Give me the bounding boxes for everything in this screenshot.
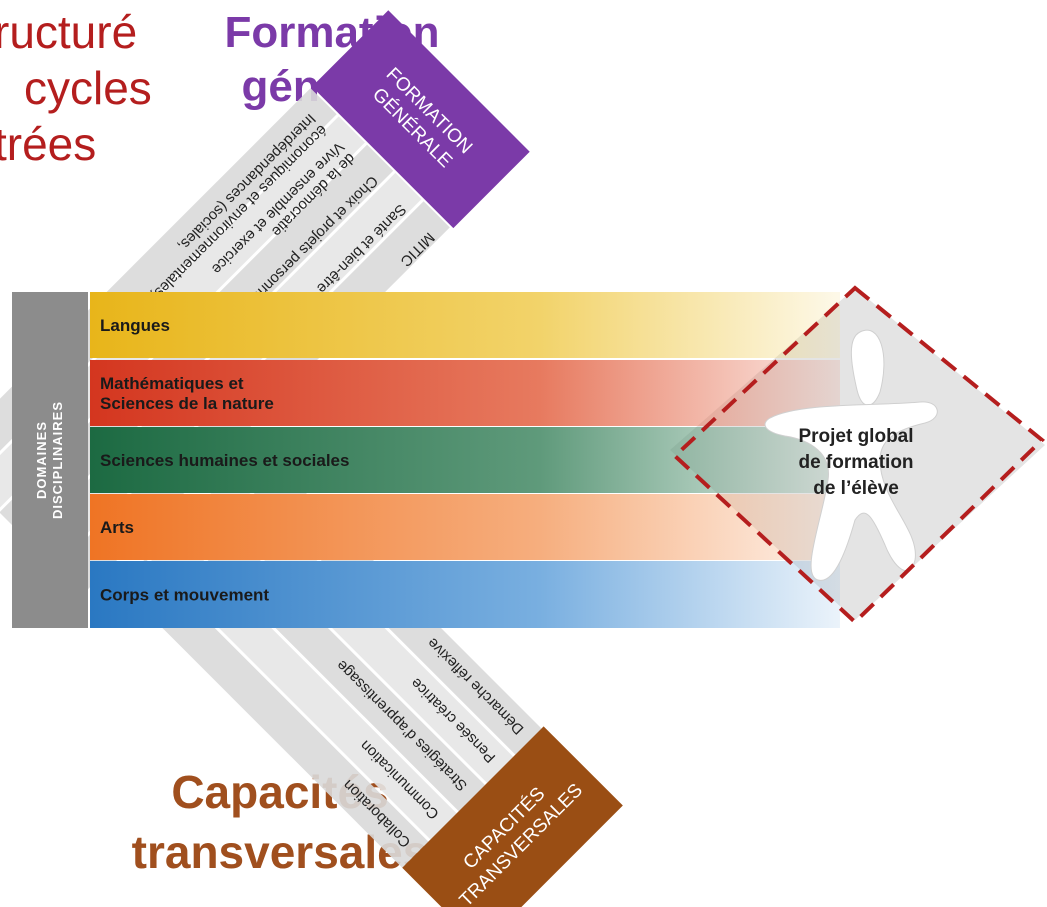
partial-title-line-2: cycles <box>24 62 152 114</box>
domain-label-0-line-0: Langues <box>100 316 170 335</box>
domain-bar-1 <box>90 360 840 426</box>
center-text-line-1: Projet global <box>798 426 913 447</box>
student-figure-icon <box>764 329 938 581</box>
center-text-line-2: de formation <box>798 452 913 473</box>
partial-title-line-1: ructuré <box>0 6 138 58</box>
domain-bar-4 <box>90 561 840 628</box>
formation-generale-label-box <box>311 10 530 229</box>
domain-label-3-line-0: Arts <box>100 518 134 537</box>
domain-bar-0 <box>90 292 840 358</box>
domain-label-2-line-0: Sciences humaines et sociales <box>100 451 349 470</box>
center-text-line-3: de l’élève <box>813 478 899 499</box>
domain-label-4-line-0: Corps et mouvement <box>100 586 269 605</box>
domains-side-panel <box>12 292 88 628</box>
domain-bar-2 <box>90 427 840 493</box>
domains-side-label-line-1: DOMAINES <box>34 421 49 499</box>
capacites-label-box <box>402 726 623 907</box>
center-dashed-diamond <box>672 285 1046 625</box>
domain-label-1-line-0: Mathématiques et <box>100 374 244 393</box>
partial-title-line-3: trées <box>0 118 97 170</box>
domain-label-1-line-1: Sciences de la nature <box>100 394 274 413</box>
domains-block: DOMAINES DISCIPLINAIRES LanguesMathémati… <box>12 292 840 628</box>
domain-bar-3 <box>90 494 840 560</box>
capacites-strip-0 <box>119 558 429 868</box>
partial-title: ructuré cycles trées <box>0 4 152 172</box>
domains-side-label-line-2: DISCIPLINAIRES <box>50 401 65 519</box>
